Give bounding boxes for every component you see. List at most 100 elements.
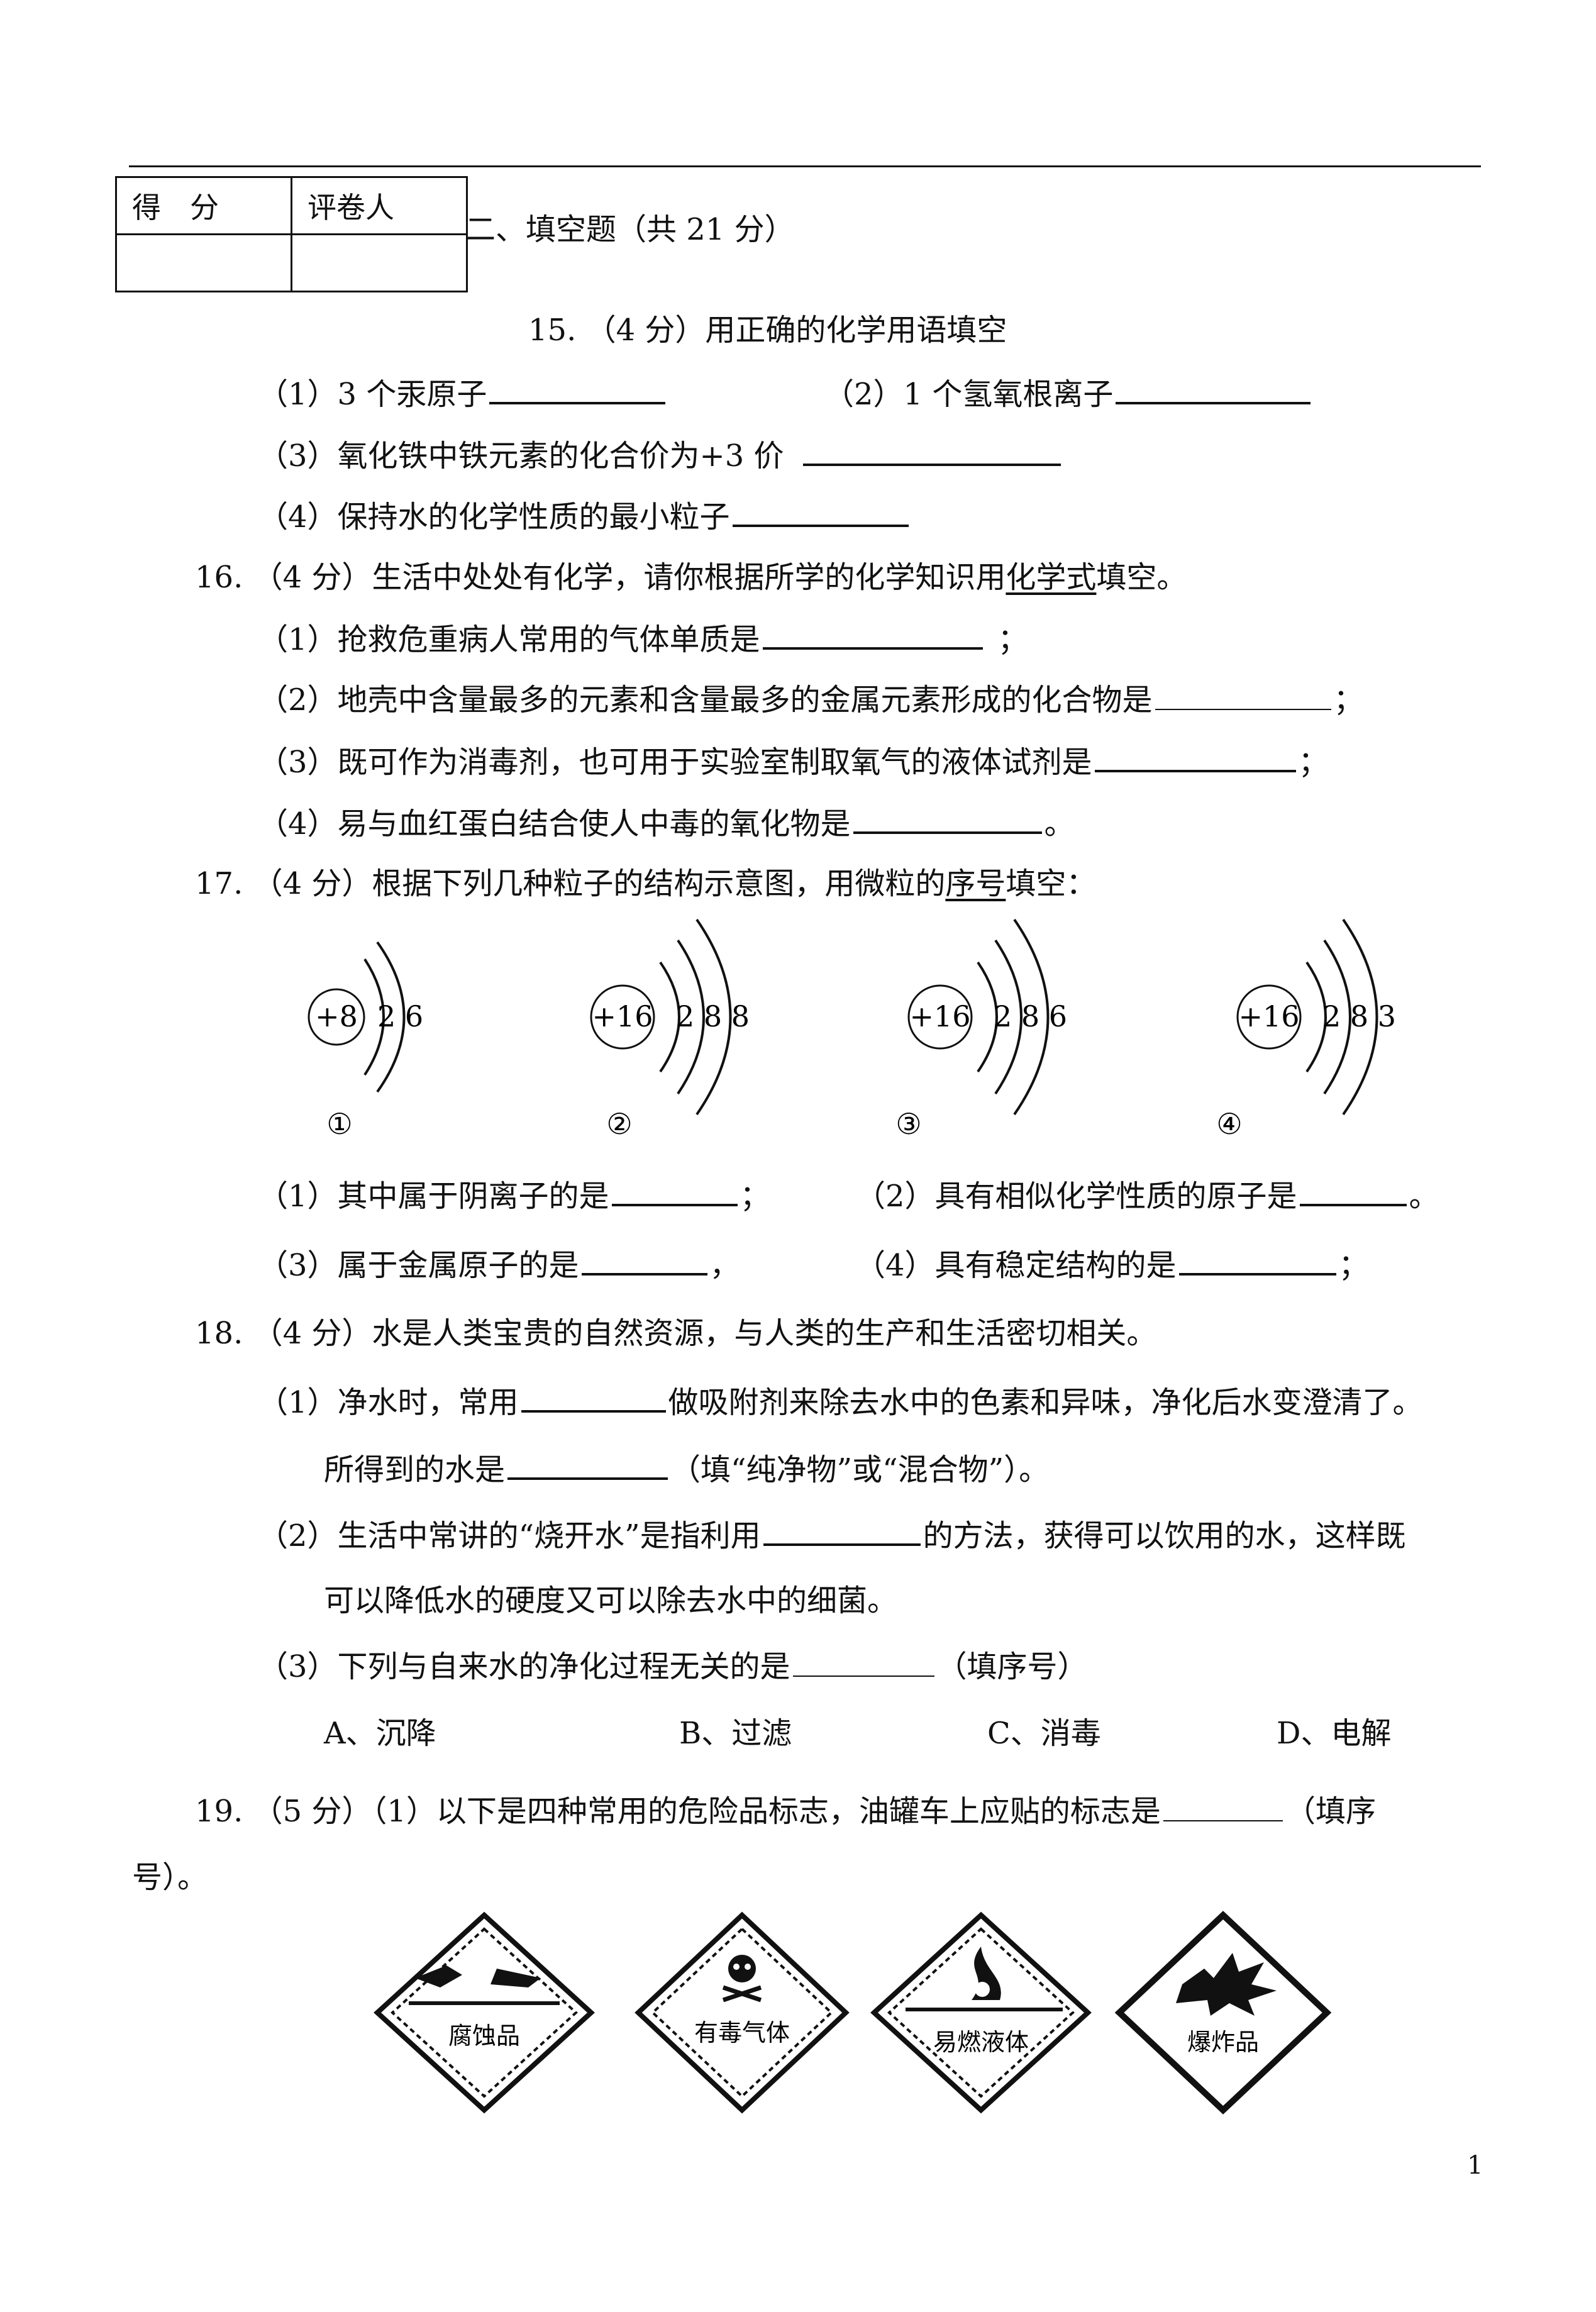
q15-blank4[interactable] [732,497,909,527]
nucleus-circle-3 [907,984,973,1050]
q18-blank1[interactable] [521,1382,666,1413]
q16-part1-end: ； [997,622,1028,657]
q15-part3: （3）氧化铁中铁元素的化合价为+3 价 [258,436,1063,475]
q16-stem-a: 16. （4 分）生活中处处有化学，请你根据所学的化学知识用 [195,560,1006,595]
shell-arc [677,939,705,1095]
q18-blank4[interactable] [792,1648,934,1677]
shell-electrons-4: 2 8 3 [1322,999,1396,1033]
q18-part2-line1: （2）生活中常讲的“烧开水”是指利用 的方法，获得可以饮用的水，这样既 [258,1516,1406,1555]
diagram-label-3: ③ [895,1107,921,1141]
q18-part3-a: （3）下列与自来水的净化过程无关的是 [258,1649,790,1684]
explosion-icon [1176,1953,1277,2016]
q18-blank3[interactable] [763,1516,921,1546]
q16-part4-end: 。 [1044,806,1075,842]
q15-part1: （1）3 个汞原子 [258,374,668,413]
q19-blank1[interactable] [1163,1792,1283,1821]
shell-arc [376,941,406,1093]
q18-part1-c: 所得到的水是 [324,1452,506,1487]
q15-blank3[interactable] [802,436,1061,466]
nucleus-circle-4 [1236,984,1302,1050]
q16-stem-b: 填空。 [1096,560,1187,595]
q19-stem-b: （填序 [1285,1794,1376,1829]
q15-blank2[interactable] [1116,374,1311,404]
q16-blank3[interactable] [1094,742,1296,772]
q17-blank3[interactable] [581,1245,707,1275]
shell-arc [1013,918,1050,1116]
hazard-signs: 腐蚀品 有毒气体 易燃液体 爆炸品 [374,1911,1332,2115]
q18-part1-a: （1）净水时，常用 [258,1385,519,1420]
q17-blank2[interactable] [1299,1176,1407,1206]
hazard-sign-toxic: 有毒气体 [635,1911,850,2114]
q17-part4-end: ； [1338,1248,1369,1283]
q18-option-c: C、消毒 [987,1716,1101,1751]
q16-part1: （1）抢救危重病人常用的气体单质是 ； [258,620,1028,659]
q18-option-d: D、电解 [1277,1716,1392,1751]
shell-arc [994,939,1022,1095]
q17-part1-end: ； [740,1179,770,1214]
nucleus-circle-2 [590,984,655,1050]
score-label: 得 分 [115,176,292,235]
q15-part4-text: （4）保持水的化学性质的最小粒子 [258,499,730,535]
score-cell [115,233,292,292]
atom-diagram-2: +16 2 8 8 ② [590,918,750,1141]
q16-blank1[interactable] [762,620,983,650]
q16-part2-end: ； [1333,682,1364,718]
q18-part1-line2: 所得到的水是（填“纯净物”或“混合物”）。 [324,1450,1049,1489]
hazard-sign-corrosive: 腐蚀品 [374,1911,595,2114]
nucleus-charge-2: +16 [592,999,653,1033]
shell-arc [1305,961,1327,1073]
hazard-sign-explosive: 爆炸品 [1114,1911,1332,2115]
score-table: 得 分 评卷人 [115,176,468,292]
q17-part3: （3）属于金属原子的是， [258,1245,740,1284]
top-rule [129,165,1481,167]
q18-option-b: B、过滤 [679,1716,792,1751]
q16-part4-text: （4）易与血红蛋白结合使人中毒的氧化物是 [258,806,851,842]
q18-blank2[interactable] [507,1450,668,1480]
q15-blank1[interactable] [489,374,666,404]
q18-part1-b: 做吸附剂来除去水中的色素和异味，净化后水变澄清了。 [668,1385,1423,1420]
sign-label-2: 有毒气体 [694,2019,790,2047]
q16-part1-text: （1）抢救危重病人常用的气体单质是 [258,622,760,657]
atom-diagrams: +8 2 6 ① +16 2 8 8 ② +16 2 8 6 ③ +16 2 8… [308,918,1396,1141]
sign-label-1: 腐蚀品 [448,2022,520,2050]
section-title: 二、填空题（共 21 分） [465,212,795,247]
q17-part1-text: （1）其中属于阴离子的是 [258,1179,609,1214]
q17-part1: （1）其中属于阴离子的是 ； [258,1176,770,1215]
corrosive-pictogram-icon [490,1969,541,1987]
q17-blank4[interactable] [1178,1245,1336,1275]
q15-stem: 15. （4 分）用正确的化学用语填空 [528,313,1007,348]
q19-stem-line2: 号）。 [132,1860,208,1895]
diagram-label-2: ② [606,1107,632,1141]
atom-diagram-1: +8 2 6 ① [308,941,423,1141]
q18-part1-line1: （1）净水时，常用 做吸附剂来除去水中的色素和异味，净化后水变澄清了。 [258,1382,1423,1421]
sign-label-3: 易燃液体 [933,2028,1029,2056]
q16-part2: （2）地壳中含量最多的元素和含量最多的金属元素形成的化合物是 ； [258,681,1364,719]
q16-part3-end: ； [1298,745,1329,780]
q17-stem-underlined: 序号 [945,866,1006,901]
q16-part4: （4）易与血红蛋白结合使人中毒的氧化物是 。 [258,804,1075,843]
sign-label-4: 爆炸品 [1187,2028,1259,2056]
q18-part2-b: 的方法，获得可以饮用的水，这样既 [923,1518,1406,1553]
shell-arc [1342,918,1378,1116]
q17-blank1[interactable] [611,1176,738,1206]
q15-part3-text: （3）氧化铁中铁元素的化合价为+3 价 [258,438,784,474]
skull-icon [728,1955,756,1982]
q18-part2-a: （2）生活中常讲的“烧开水”是指利用 [258,1518,761,1553]
q16-blank4[interactable] [853,804,1042,834]
q19-stem-a: 19. （5 分）（1）以下是四种常用的危险品标志，油罐车上应贴的标志是 [195,1794,1161,1829]
q16-part2-text: （2）地壳中含量最多的元素和含量最多的金属元素形成的化合物是 [258,682,1153,718]
shell-arc [1323,939,1351,1095]
diagram-label-4: ④ [1216,1107,1242,1141]
q16-blank2[interactable] [1155,681,1331,710]
q17-part2: （2）具有相似化学性质的原子是。 [855,1176,1439,1215]
q16-part3: （3）既可作为消毒剂，也可用于实验室制取氧气的液体试剂是； [258,742,1329,781]
shell-arc [977,961,998,1073]
q17-part4-text: （4）具有稳定结构的是 [855,1248,1177,1283]
q18-part2-line2: 可以降低水的硬度又可以除去水中的细菌。 [324,1583,898,1618]
q15-part2-text: （2）1 个氢氧根离子 [824,377,1114,412]
q17-part3-text: （3）属于金属原子的是 [258,1248,579,1283]
q17-stem: 17. （4 分）根据下列几种粒子的结构示意图，用微粒的序号填空： [195,865,1096,903]
q17-part2-end: 。 [1409,1179,1439,1214]
shell-arc [659,961,680,1073]
atom-diagram-3: +16 2 8 6 ③ [895,918,1067,1141]
